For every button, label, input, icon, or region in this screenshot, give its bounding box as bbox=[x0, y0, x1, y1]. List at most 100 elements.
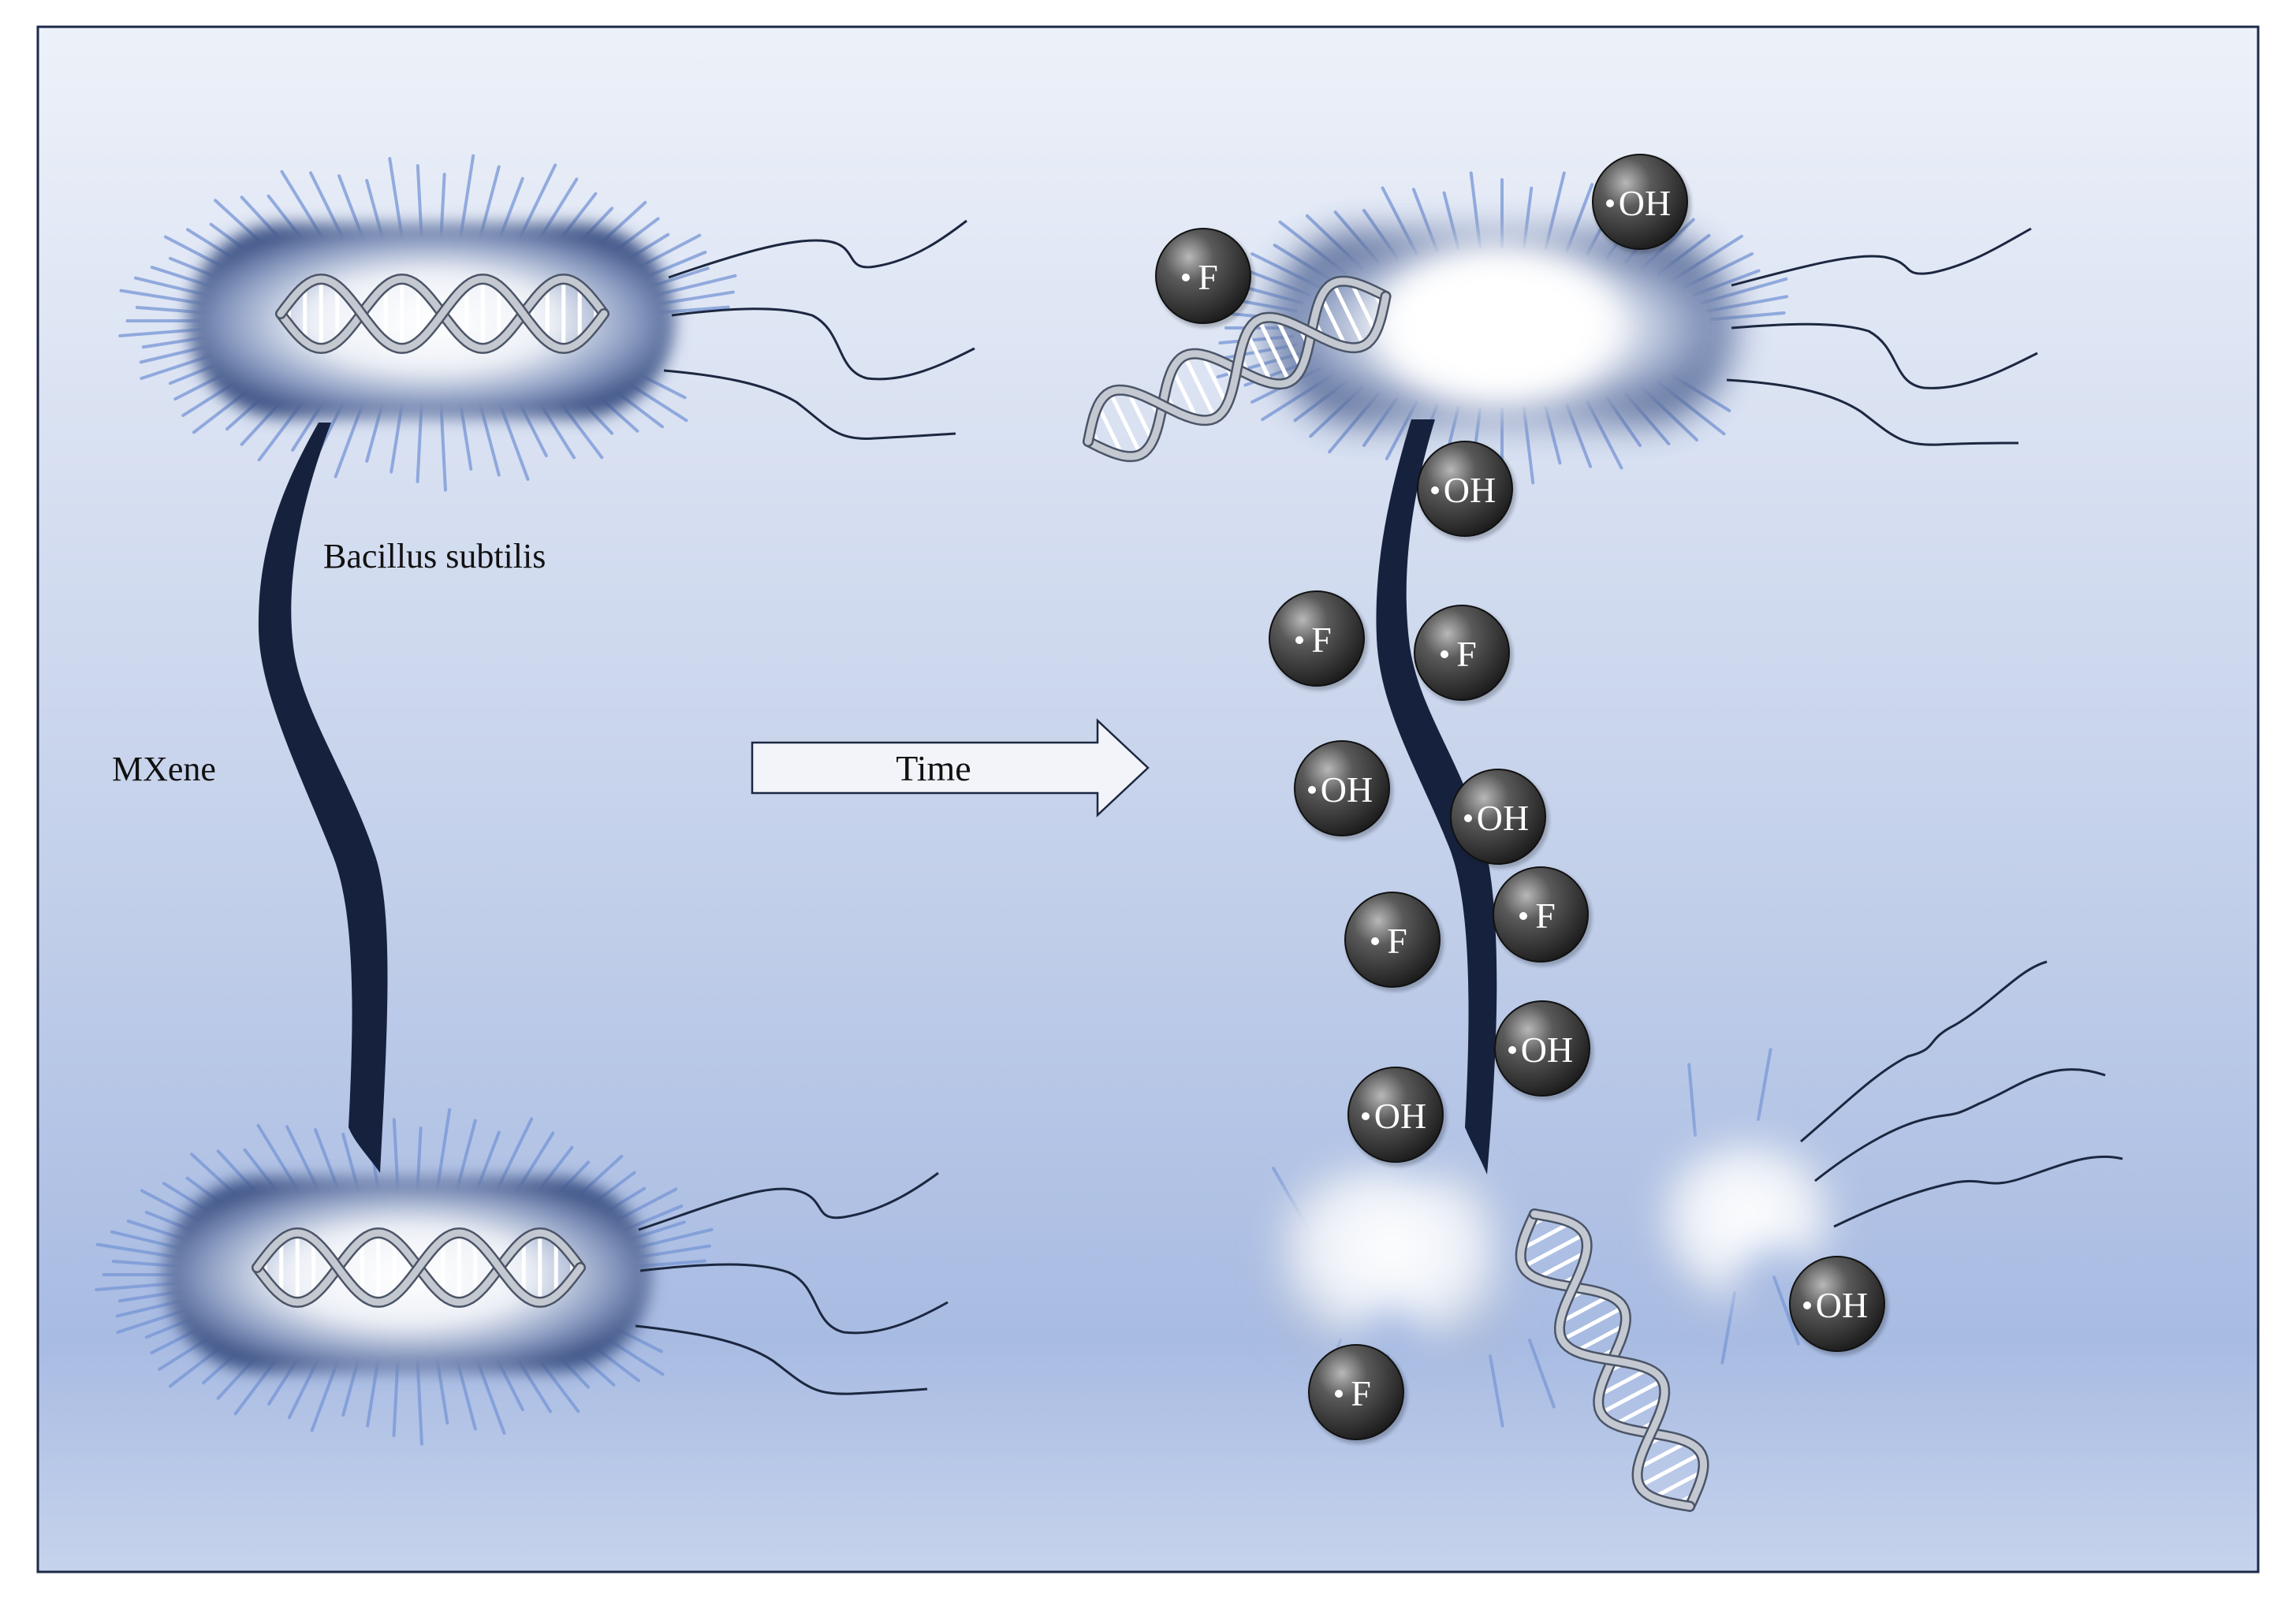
radical-dot bbox=[1464, 814, 1472, 822]
flagellum bbox=[1731, 322, 2038, 389]
dna-strand bbox=[253, 1229, 584, 1306]
ruptured-bacterium-bottom-right bbox=[1277, 1141, 1836, 1351]
radical-dot bbox=[1335, 1390, 1343, 1398]
pilus bbox=[1757, 1048, 1772, 1121]
radical-sphere bbox=[1493, 866, 1589, 963]
radical-label: F bbox=[1387, 921, 1407, 961]
base-pair bbox=[1520, 1220, 1572, 1251]
base-pair bbox=[1257, 318, 1292, 383]
dna-helix bbox=[252, 1227, 586, 1309]
base-pair bbox=[1613, 1396, 1665, 1427]
flagellum bbox=[1833, 1155, 2123, 1228]
damaged-bacterium-top-right bbox=[1269, 233, 1735, 423]
radical-oh: OH bbox=[1789, 1256, 1888, 1356]
base-pair bbox=[1600, 1378, 1664, 1415]
pilus bbox=[1528, 1339, 1556, 1409]
radical-dot bbox=[1519, 912, 1527, 920]
radical-label: OH bbox=[1816, 1285, 1868, 1325]
radical-oh: OH bbox=[1294, 740, 1393, 840]
radical-oh: OH bbox=[1347, 1067, 1447, 1167]
radical-label: OH bbox=[1374, 1096, 1426, 1136]
base-pair bbox=[1126, 389, 1154, 442]
base-pair bbox=[1652, 1469, 1704, 1499]
radical-dot bbox=[1295, 636, 1303, 644]
pilus bbox=[439, 402, 447, 492]
radical-dot bbox=[1441, 650, 1448, 658]
radical-sphere bbox=[1294, 740, 1390, 836]
flagellum bbox=[639, 1263, 949, 1335]
radical-label: OH bbox=[1444, 470, 1496, 510]
radical-sphere bbox=[1450, 769, 1546, 865]
radical-oh: OH bbox=[1494, 1000, 1593, 1100]
radical-dot bbox=[1606, 199, 1614, 207]
radical-dot bbox=[1431, 486, 1439, 494]
base-pair bbox=[1319, 296, 1348, 348]
radical-oh: OH bbox=[1592, 154, 1691, 254]
base-pair bbox=[1245, 332, 1273, 385]
radical-sphere bbox=[1344, 892, 1441, 988]
cell-fragment bbox=[1277, 1164, 1506, 1351]
radical-sphere bbox=[1417, 441, 1513, 537]
base-pair bbox=[1170, 368, 1199, 421]
radical-sphere bbox=[1347, 1067, 1444, 1163]
dna-helix bbox=[1515, 1208, 1709, 1512]
cell-fragment bbox=[1657, 1141, 1836, 1311]
dna-helix bbox=[275, 273, 609, 355]
radical-oh: OH bbox=[1417, 441, 1516, 541]
base-pair bbox=[1637, 1440, 1689, 1470]
base-pair bbox=[1575, 1323, 1627, 1354]
radical-label: OH bbox=[1521, 1030, 1573, 1070]
dna-strand bbox=[1084, 292, 1389, 445]
radical-sphere bbox=[1494, 1000, 1590, 1097]
flagellum bbox=[1800, 960, 2048, 1143]
flagellum bbox=[1726, 378, 2019, 446]
radical-label: OH bbox=[1619, 183, 1671, 223]
dna-strand bbox=[277, 275, 608, 352]
pilus bbox=[416, 1356, 423, 1446]
radical-f: F bbox=[1344, 892, 1444, 992]
flagellum bbox=[635, 1324, 928, 1395]
flagellum bbox=[638, 1171, 939, 1231]
flagellum bbox=[1731, 227, 2032, 287]
radical-dot bbox=[1508, 1046, 1516, 1054]
base-pair bbox=[1535, 1249, 1588, 1280]
radical-dot bbox=[1371, 937, 1379, 945]
radical-sphere bbox=[1789, 1256, 1885, 1352]
arrow-shape bbox=[751, 718, 1150, 817]
pilus bbox=[1489, 1354, 1504, 1428]
radical-label: F bbox=[1198, 257, 1218, 297]
radical-dot bbox=[1362, 1112, 1370, 1120]
radical-label: OH bbox=[1477, 798, 1529, 838]
base-pair bbox=[1200, 353, 1229, 406]
flagellum bbox=[663, 369, 956, 441]
base-pair bbox=[1638, 1451, 1702, 1488]
base-pair bbox=[1108, 391, 1142, 456]
radical-dot bbox=[1182, 274, 1190, 281]
base-pair bbox=[1183, 355, 1217, 419]
bacterium-label: Bacillus subtilis bbox=[323, 537, 546, 575]
radical-sphere bbox=[1414, 605, 1510, 701]
base-pair bbox=[1331, 282, 1366, 347]
base-pair bbox=[1597, 1367, 1649, 1398]
base-pair bbox=[1522, 1232, 1586, 1269]
radical-f: F bbox=[1493, 866, 1592, 966]
flagellum bbox=[671, 307, 975, 381]
time-arrow: Time bbox=[751, 718, 1150, 817]
radical-sphere bbox=[1269, 590, 1365, 687]
radical-oh: OH bbox=[1450, 769, 1549, 869]
arrow-label: Time bbox=[896, 748, 971, 788]
radical-dot bbox=[1308, 786, 1316, 794]
mxene-sheet-right bbox=[1376, 419, 1497, 1175]
base-pair bbox=[1274, 317, 1303, 370]
dna bbox=[252, 273, 1709, 1512]
radical-sphere bbox=[1308, 1344, 1404, 1440]
radical-f: F bbox=[1155, 228, 1254, 328]
membrane-rupture bbox=[1380, 246, 1616, 404]
radical-f: F bbox=[1269, 590, 1368, 691]
radical-label: F bbox=[1535, 896, 1556, 936]
radical-label: F bbox=[1456, 634, 1477, 674]
dna-strand bbox=[1530, 1210, 1694, 1510]
radical-f: F bbox=[1414, 605, 1513, 705]
